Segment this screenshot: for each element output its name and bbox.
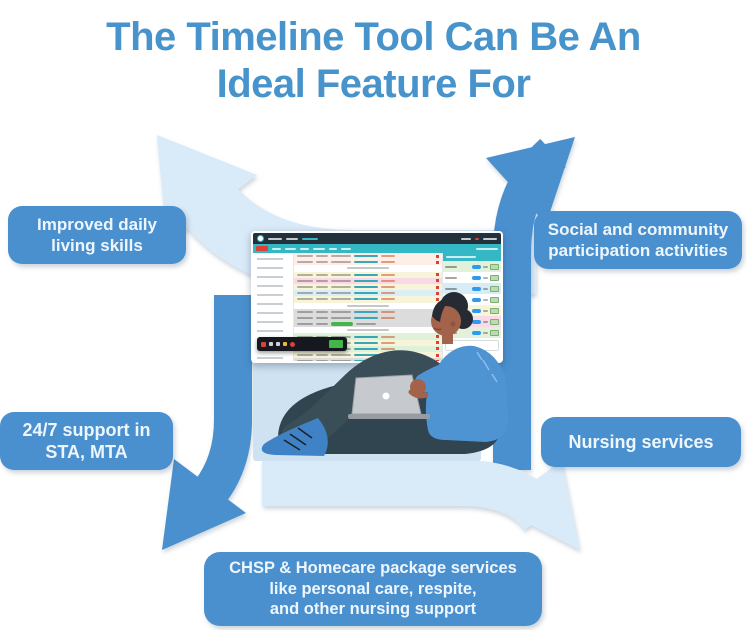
table-row	[294, 302, 442, 309]
toggle-switch	[472, 264, 481, 269]
app-nav-item	[300, 247, 309, 250]
label-247-support: 24/7 support in STA, MTA	[0, 412, 173, 470]
delete-icon	[436, 359, 439, 361]
toggle-switch	[472, 330, 481, 335]
delete-icon	[436, 273, 439, 277]
count-badge	[490, 274, 499, 281]
app-nav-item	[272, 247, 281, 250]
person-illustration	[261, 292, 508, 456]
person-arm	[414, 356, 480, 393]
mic-icon	[269, 342, 273, 346]
arrow-top-right-blue	[486, 137, 575, 470]
label-social-community: Social and community participation activ…	[534, 211, 742, 269]
delete-icon	[436, 297, 439, 301]
app-logo-icon	[257, 235, 264, 242]
join-call-button	[329, 340, 343, 348]
delete-icon	[436, 335, 439, 339]
delete-icon	[436, 260, 439, 264]
count-badge	[490, 318, 499, 325]
table-row	[294, 265, 442, 272]
person-neck	[442, 330, 453, 344]
table-row	[294, 271, 442, 278]
toggle-switch	[472, 275, 481, 280]
app-menu-item	[302, 237, 318, 240]
table-row	[294, 296, 442, 303]
table-row	[294, 290, 442, 297]
delete-icon	[436, 279, 439, 283]
app-nav-item	[329, 247, 337, 250]
delete-icon	[436, 341, 439, 345]
laptop-base	[348, 414, 430, 419]
app-user-label	[461, 237, 471, 240]
warning-icon	[283, 342, 287, 346]
toggle-switch	[472, 297, 481, 302]
app-active-tab	[256, 246, 268, 251]
table-row	[294, 333, 442, 340]
app-window	[253, 233, 501, 361]
toggle-switch	[472, 286, 481, 291]
app-menu-item	[286, 237, 298, 240]
app-side-panel-header	[443, 253, 501, 261]
hair-fringe	[432, 298, 452, 322]
table-row	[294, 259, 442, 266]
count-badge	[490, 307, 499, 314]
count-badge	[490, 329, 499, 336]
person-fingers	[408, 389, 429, 399]
side-panel-row	[443, 261, 501, 272]
table-row	[294, 277, 442, 284]
shoe-laces	[283, 427, 313, 451]
app-nav-item	[313, 247, 325, 250]
count-badge	[490, 263, 499, 270]
table-row	[294, 253, 442, 260]
app-table	[294, 253, 442, 361]
label-chsp-homecare: CHSP & Homecare package services like pe…	[204, 552, 542, 626]
count-badge	[490, 296, 499, 303]
person-mouth	[433, 327, 442, 331]
call-control-bar	[257, 337, 347, 351]
app-nav-bar	[253, 244, 501, 253]
arrow-bottom-left-blue	[162, 295, 252, 550]
label-nursing-services: Nursing services	[541, 417, 741, 467]
person-eye	[435, 317, 439, 321]
app-nav-action	[476, 247, 498, 250]
app-nav-item	[285, 247, 296, 250]
table-row	[294, 283, 442, 291]
sleeve-fold-lines	[476, 351, 498, 383]
camera-icon	[276, 342, 280, 346]
delete-icon	[436, 254, 439, 258]
app-account-label	[483, 237, 497, 240]
app-menu-item	[268, 237, 282, 240]
toggle-switch	[472, 319, 481, 324]
end-call-icon	[261, 341, 266, 347]
side-panel-row	[443, 283, 501, 294]
count-badge	[490, 285, 499, 292]
toggle-switch	[472, 308, 481, 313]
app-alert-icon	[475, 237, 479, 240]
app-header-bar	[253, 233, 501, 244]
page-title: The Timeline Tool Can Be An Ideal Featur…	[106, 15, 641, 106]
record-icon	[290, 341, 295, 347]
label-improved-daily-living: Improved daily living skills	[8, 206, 186, 264]
app-nav-item	[341, 247, 351, 250]
delete-icon	[436, 291, 439, 295]
person-ear	[450, 321, 456, 327]
arrow-bottom-right-pale	[262, 460, 580, 550]
delete-icon	[436, 285, 439, 289]
delete-icon	[436, 353, 439, 357]
table-row	[294, 327, 442, 334]
side-panel-row	[443, 272, 501, 283]
person-hand	[410, 379, 426, 395]
delete-icon	[436, 347, 439, 351]
laptop-logo-dot	[382, 392, 390, 400]
status-badge	[331, 322, 353, 327]
